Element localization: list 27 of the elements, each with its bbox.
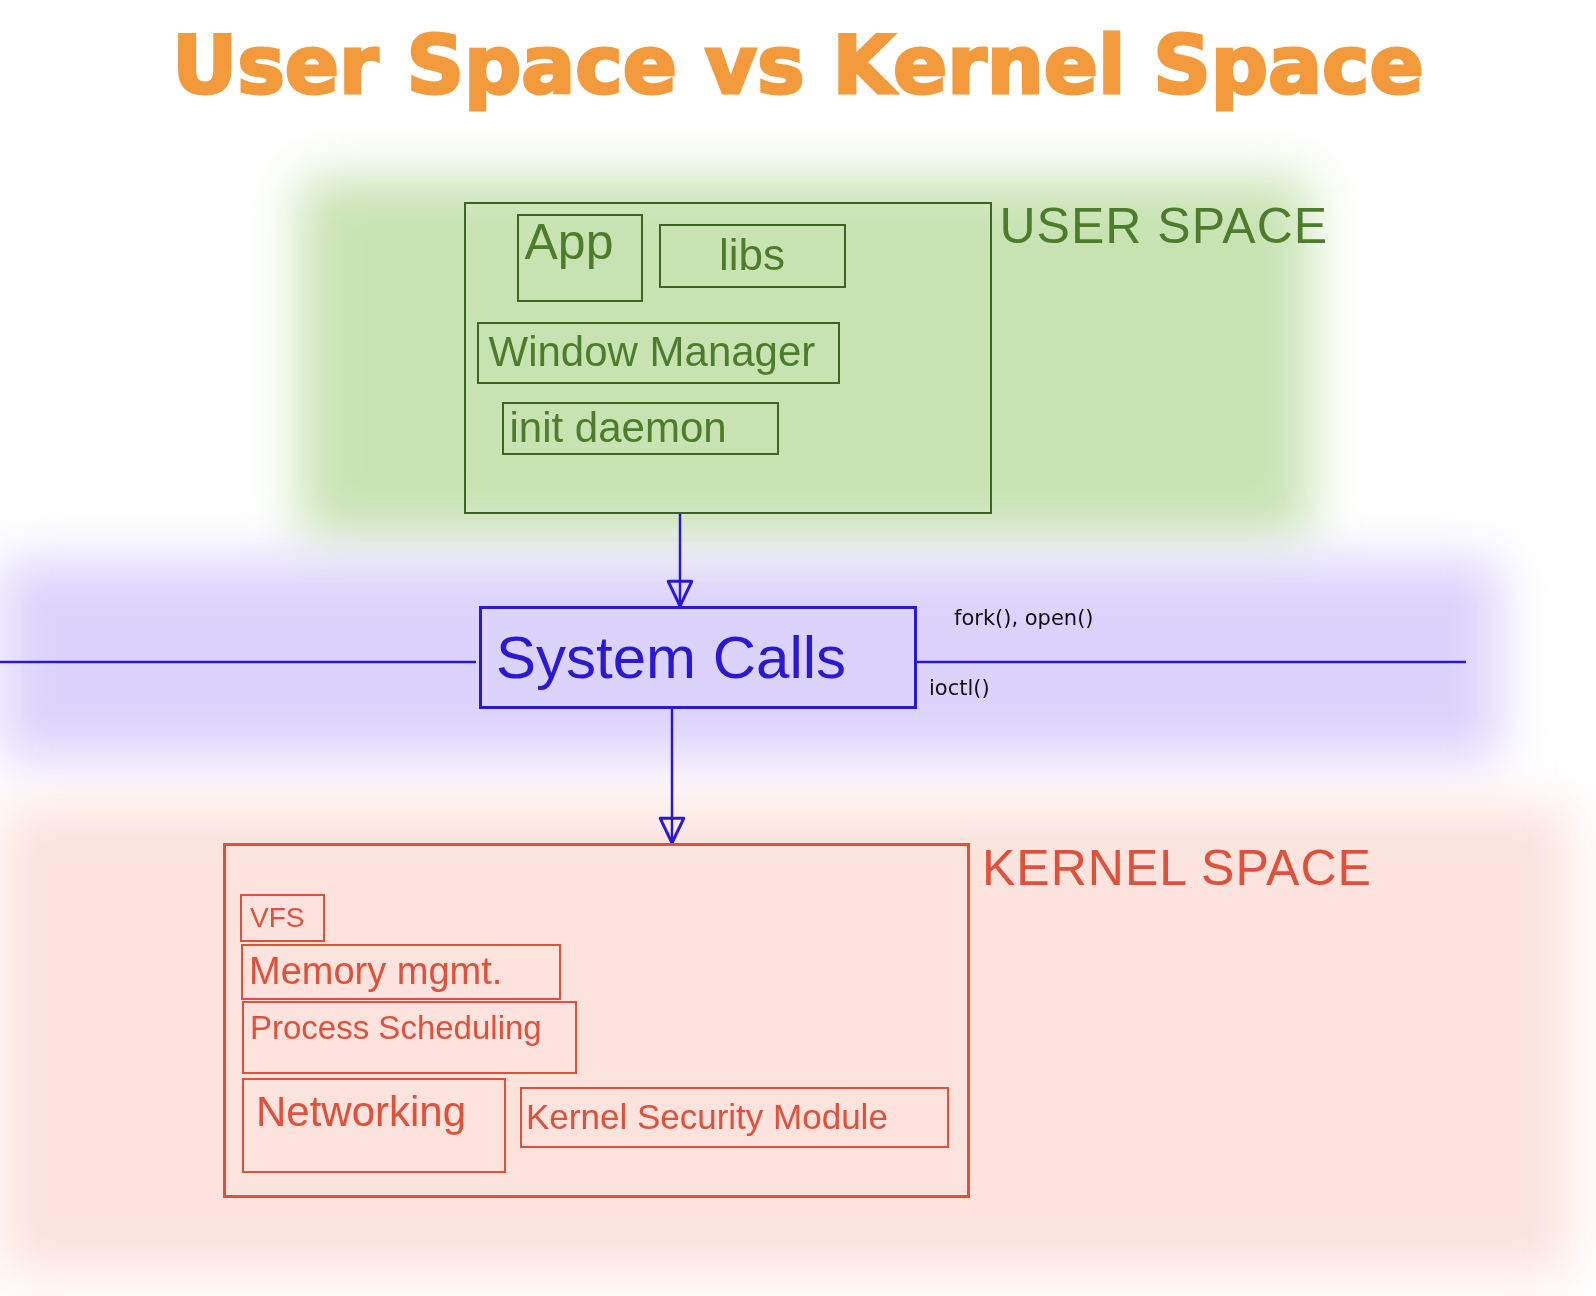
component-box xyxy=(242,1001,577,1074)
component-label: Window Manager xyxy=(488,330,816,375)
component-label: libs xyxy=(719,232,785,279)
system-calls-box xyxy=(479,606,917,709)
call-names-label: fork(), open() xyxy=(954,606,1094,631)
component-label: Networking xyxy=(256,1090,467,1135)
component-box xyxy=(520,1087,949,1148)
component-label: init daemon xyxy=(509,405,727,451)
call-names-label: ioctl() xyxy=(929,676,990,701)
component-box xyxy=(658,223,846,288)
component-box xyxy=(240,894,325,942)
title: User Space vs Kernel Space xyxy=(172,22,1424,110)
component-label: VFS xyxy=(250,903,305,933)
component-label: Kernel Security Module xyxy=(526,1099,888,1136)
arrow xyxy=(666,514,694,608)
component-label: System Calls xyxy=(496,626,847,689)
component-label: Memory mgmt. xyxy=(249,952,503,992)
component-box xyxy=(501,401,779,455)
region-heading: USER SPACE xyxy=(999,199,1329,252)
component-box xyxy=(516,213,643,302)
component-label: Process Scheduling xyxy=(250,1011,542,1046)
component-label: App xyxy=(524,215,614,268)
component-box xyxy=(241,944,561,1000)
arrow xyxy=(658,709,686,845)
component-box xyxy=(476,321,840,384)
region-heading: KERNEL SPACE xyxy=(982,842,1372,895)
component-box xyxy=(242,1078,506,1173)
